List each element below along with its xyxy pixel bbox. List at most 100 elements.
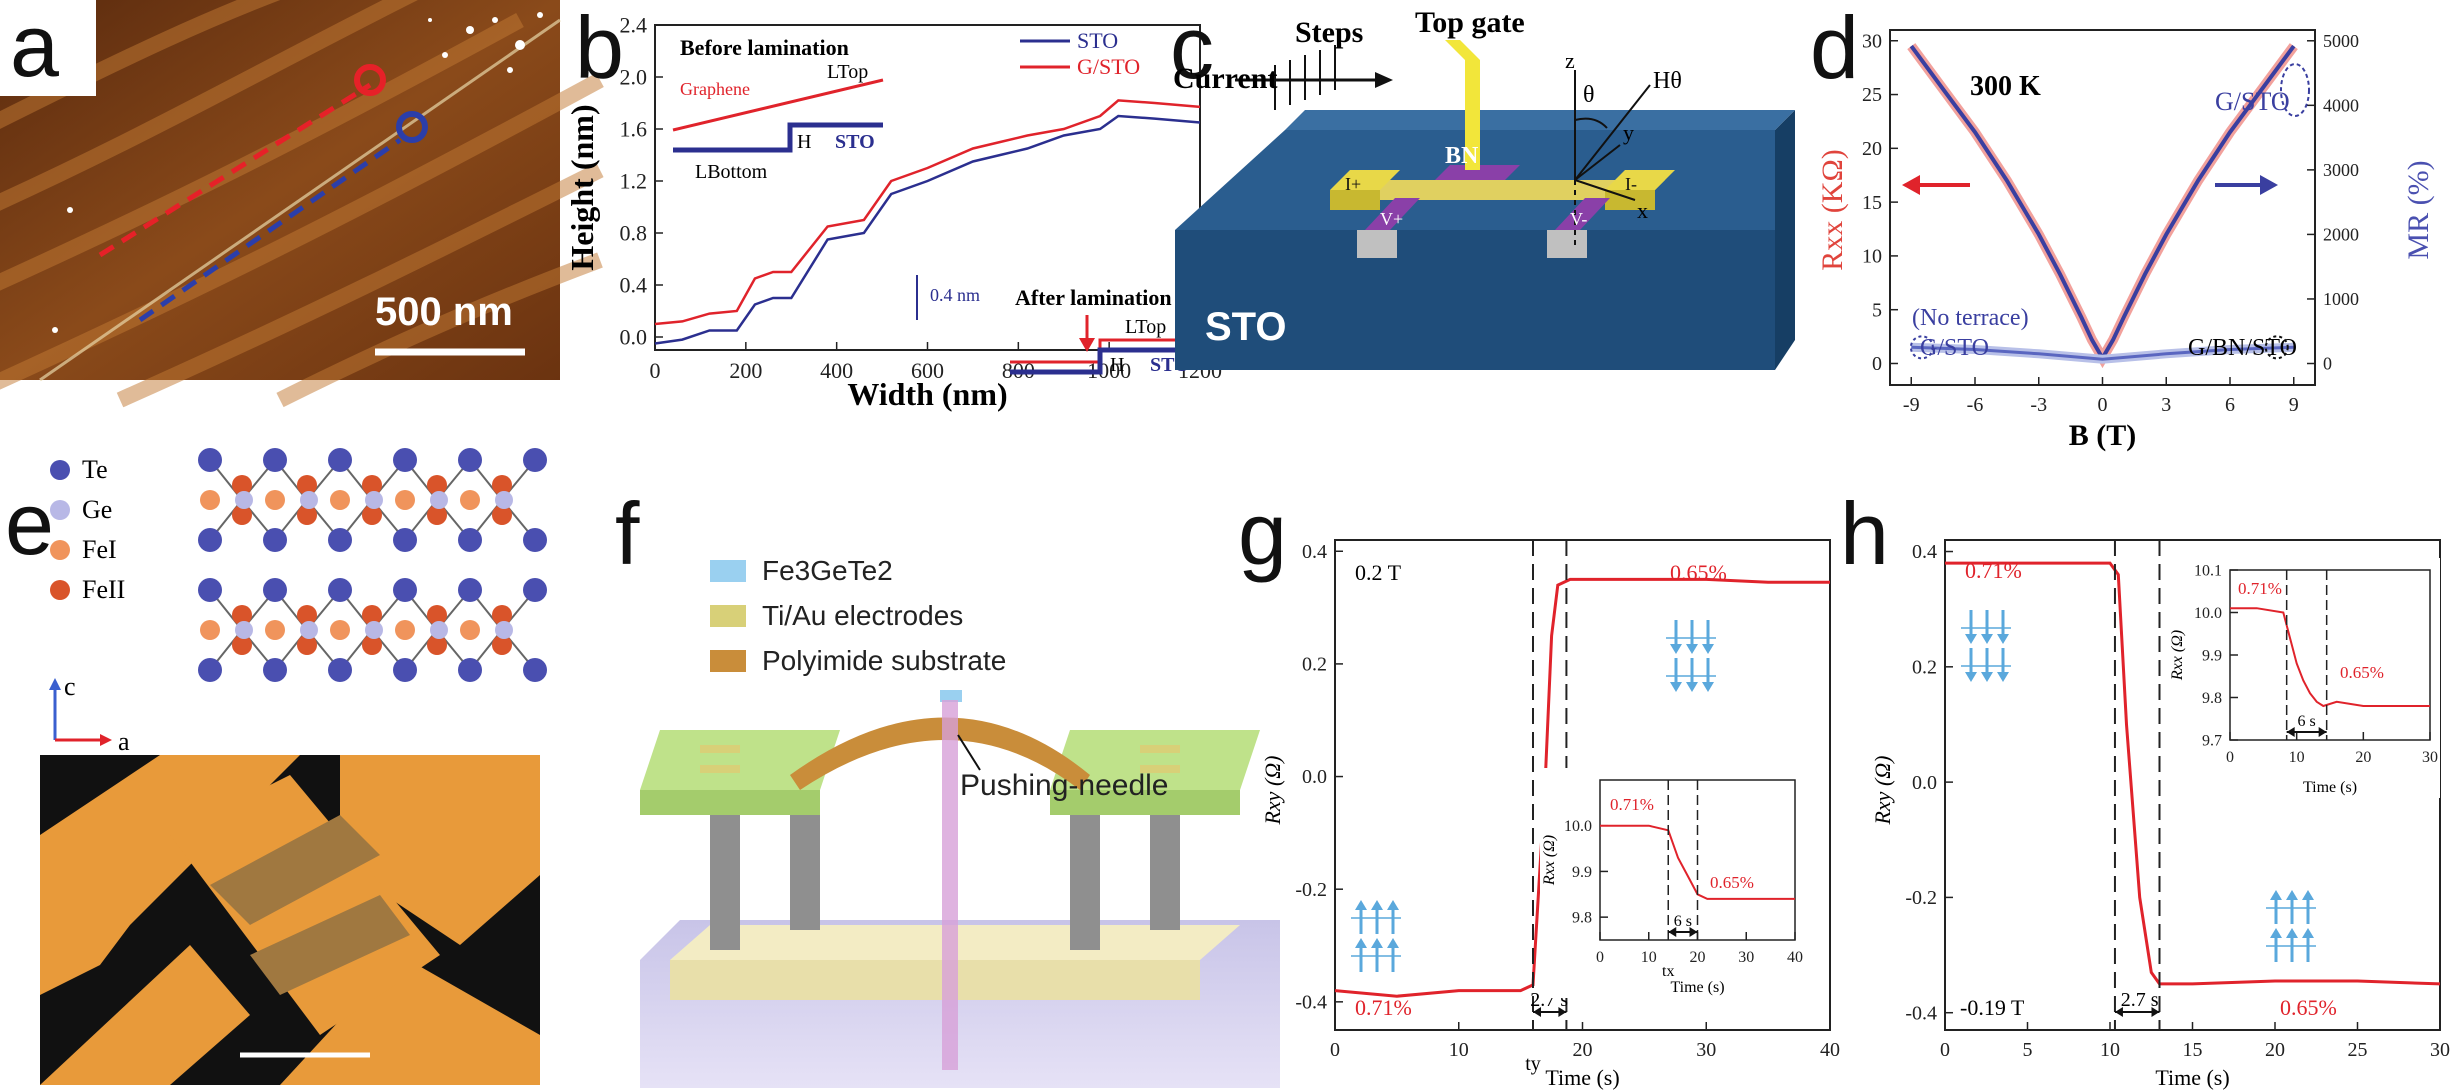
spin-down-icon — [1965, 672, 1977, 682]
legend-dot — [50, 580, 70, 600]
spin-up-icon — [2302, 890, 2314, 900]
inset-x-label: Time (s) — [1670, 979, 1724, 996]
inset-background — [1540, 768, 1807, 998]
y-tick-label: 2.0 — [620, 64, 648, 89]
fe1-atom — [362, 605, 382, 625]
te-atom — [198, 578, 222, 602]
fe1-atom — [492, 505, 512, 525]
y-tick-label: 15 — [1862, 192, 1882, 214]
arrow-right-icon — [1689, 927, 1698, 937]
x-tick-label: 0 — [2226, 749, 2234, 766]
label-lbottom: LBottom — [695, 161, 768, 183]
x-tick-label: 20 — [1690, 949, 1706, 966]
arrow-right-icon — [2151, 1007, 2160, 1017]
arrow-up-icon — [49, 678, 61, 690]
fe2-atom — [395, 490, 415, 510]
fe1-atom — [297, 635, 317, 655]
device-schematic-c: Steps Current Top gate BN STO I+ I- V+ V… — [1173, 6, 1795, 370]
x-tick-label: -3 — [2030, 394, 2047, 416]
panel-label-e: e — [5, 474, 54, 573]
label-high: 0.71% — [1965, 558, 2022, 583]
arrow-left-icon — [2114, 1007, 2123, 1017]
fe1-atom — [427, 635, 447, 655]
label-sto: STO — [1205, 305, 1287, 349]
inset-series-line — [1600, 824, 1795, 900]
y-axis-label: Rxx (KΩ) — [1816, 149, 1849, 270]
y-axis-label: Height (nm) — [564, 104, 600, 270]
y-tick-label: -0.4 — [1905, 1002, 1937, 1024]
sto-after — [1010, 347, 1185, 375]
y-tick-label: 20 — [1862, 138, 1882, 160]
current-arrow-icon — [1375, 72, 1393, 88]
spin-up-icon — [1371, 900, 1383, 910]
label-theta: θ — [1583, 82, 1595, 108]
label-g-sto-lower: G/STO — [1920, 335, 1989, 361]
legend-swatch-tiau — [710, 605, 746, 627]
label-h-after: H — [1110, 354, 1124, 376]
te-atom — [458, 448, 482, 472]
ge-atom — [300, 491, 318, 509]
sto-sketch — [673, 122, 883, 153]
y2-tick-label: 2000 — [2323, 224, 2359, 244]
plot-frame — [1889, 29, 2316, 386]
fe2-atom — [265, 490, 285, 510]
te-atom — [263, 528, 287, 552]
label-h: H — [797, 131, 811, 153]
inset-x-label: Time (s) — [2303, 779, 2357, 796]
label-before-lamination: Before lamination — [680, 35, 849, 60]
spin-down-icon — [1702, 682, 1714, 692]
y-tick-label: 0.4 — [1302, 541, 1327, 563]
label-i-minus: I- — [1625, 174, 1637, 194]
y-tick-label: 9.9 — [2202, 647, 2222, 664]
label-h-theta: Hθ — [1653, 68, 1682, 94]
label-pushing-needle: Pushing-needle — [960, 769, 1169, 802]
te-atom — [523, 578, 547, 602]
y-tick-label: 9.8 — [1572, 909, 1592, 926]
y-tick-label: 1.2 — [620, 168, 648, 193]
red-line — [98, 82, 372, 258]
fe2-atom — [460, 620, 480, 640]
te-atom — [328, 578, 352, 602]
x-tick-label: 400 — [820, 358, 853, 383]
fe2-atom — [200, 490, 220, 510]
x-tick-label: 200 — [729, 358, 762, 383]
label-g-bn-sto: G/BN/STO — [2188, 335, 2297, 361]
legend-label: G/STO — [1077, 54, 1140, 79]
device-micrograph-e — [40, 755, 540, 1085]
x-axis-label: B (T) — [2069, 419, 2137, 452]
spin-up-diagram — [1351, 900, 1401, 972]
series-line-rxy — [1334, 577, 1830, 998]
y2-tick-label: 5000 — [2323, 31, 2359, 51]
te-atom — [198, 528, 222, 552]
label-ltop-after: LTop — [1125, 316, 1166, 338]
pushing-needle — [942, 700, 958, 1070]
spin-up-icon — [1355, 900, 1367, 910]
inset-label-p1: 0.71% — [2238, 579, 2282, 598]
legend-label: FeII — [82, 575, 125, 604]
fe1-atom — [492, 605, 512, 625]
spin-up-icon — [1387, 938, 1399, 948]
label-no-terrace: (No terrace) — [1912, 305, 2029, 331]
x-tick-label: 0 — [1330, 1039, 1340, 1061]
scale-bar-label: 500 nm — [375, 290, 513, 334]
label-graphene: Graphene — [680, 79, 750, 99]
legend-label: STO — [1077, 28, 1118, 53]
y-axis-label: Rxy (Ω) — [1870, 755, 1895, 825]
x-axis-label: Time (s) — [2155, 1065, 2229, 1090]
label-300k: 300 K — [1970, 71, 2041, 102]
polyimide-arc — [790, 717, 1090, 790]
te-atom — [328, 448, 352, 472]
x-tick-label: 600 — [911, 358, 944, 383]
x-tick-label: 3 — [2161, 394, 2171, 416]
ge-atom — [365, 491, 383, 509]
fe2-atom — [330, 490, 350, 510]
fe1-atom — [492, 475, 512, 495]
series-line-1 — [654, 99, 1201, 326]
x-tick-label: 30 — [1696, 1039, 1716, 1061]
te-atom — [198, 658, 222, 682]
x-tick-label: 10 — [1641, 949, 1657, 966]
inset-label-p2: 0.65% — [1710, 873, 1754, 892]
x-tick-label: 0 — [2098, 394, 2108, 416]
fe1-atom — [297, 605, 317, 625]
te-atom — [523, 528, 547, 552]
